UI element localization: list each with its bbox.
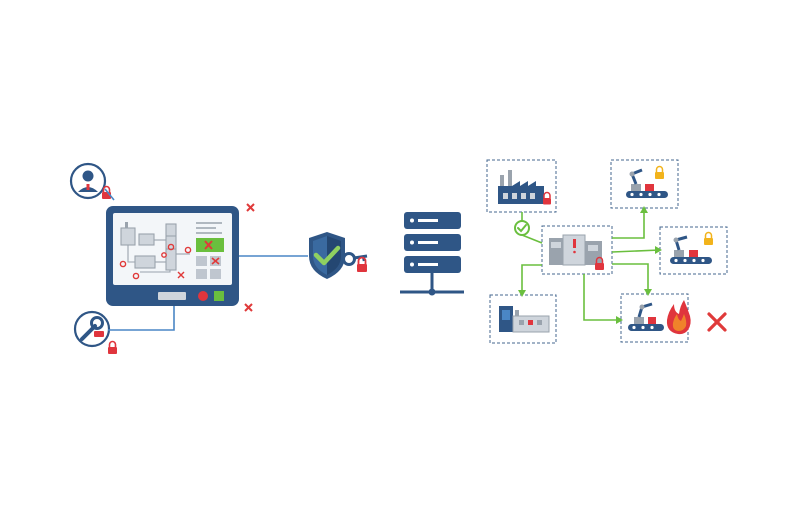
blocked-attack-x-icon <box>707 312 727 332</box>
operator-link-line <box>104 188 115 201</box>
hmi-alarm-x-icon <box>204 240 213 250</box>
robot-arm-conveyor-icon-right <box>670 235 712 264</box>
server-rack-icon <box>400 212 464 296</box>
firewall-lock-icon <box>357 256 367 272</box>
network-connection-lines <box>521 208 661 321</box>
access-key-icon <box>342 252 368 266</box>
verified-check-icon <box>514 220 530 236</box>
schematic-fault-x-icon <box>177 271 185 279</box>
factory-icon <box>498 170 544 204</box>
hmi-stop-button <box>198 291 208 301</box>
hmi-start-button <box>214 291 224 301</box>
factory-lock-icon <box>543 191 551 205</box>
controller-cabinet-icon <box>549 234 602 266</box>
hmi-status-lines <box>196 222 222 234</box>
blocked-x-icon-bottom <box>244 303 253 312</box>
hmi-control-slot <box>158 292 186 300</box>
maintenance-wrench-icon <box>73 310 111 348</box>
maintenance-link-line <box>108 306 175 331</box>
robot-arm-conveyor-icon-top <box>626 168 668 198</box>
network-node-boxes <box>486 159 728 344</box>
robot-right-lock-icon <box>704 231 713 245</box>
blocked-x-icon-top <box>246 203 255 212</box>
maintenance-lock-icon <box>108 340 117 354</box>
operator-user-icon <box>69 162 107 200</box>
controller-lock-icon <box>595 256 604 270</box>
industrial-machine-icon <box>499 306 550 333</box>
hmi-keypad-x-icon <box>211 257 220 265</box>
process-schematic-icon <box>120 222 190 273</box>
operator-lock-icon <box>102 185 111 199</box>
robot-arm-conveyor-icon-bottom <box>628 302 664 331</box>
hmi-panel-icon <box>106 206 239 306</box>
hmi-alarm-button <box>196 238 224 252</box>
fire-icon <box>666 300 691 335</box>
firewall-shield-check-icon <box>309 232 345 279</box>
robot-top-lock-icon <box>655 165 664 179</box>
connection-arrowheads <box>518 206 662 324</box>
schematic-alert-markers <box>119 243 192 280</box>
